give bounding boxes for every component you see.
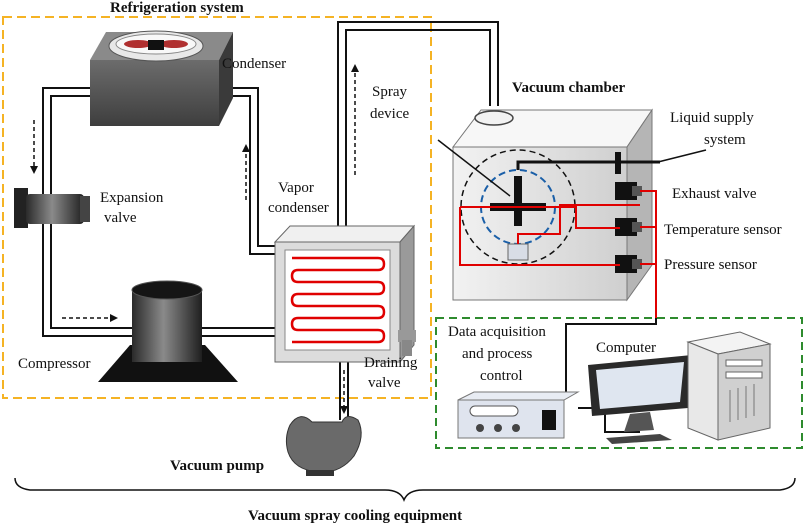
daq-signal-line: [565, 318, 657, 392]
data-acquisition-boundary: [435, 317, 803, 449]
vapor-condenser-label-line1: Vapor: [278, 180, 314, 196]
temperature-sensor-label: Temperature sensor: [664, 222, 782, 238]
spray-device-label-line1: Spray: [372, 84, 407, 100]
signal-wires: [459, 190, 657, 320]
compressor-label: Compressor: [18, 356, 91, 372]
flow-arrows: [33, 70, 356, 408]
vapor-condenser: [273, 224, 416, 364]
vacuum-chamber-label: Vacuum chamber: [512, 80, 626, 96]
liquid-supply-label-line2: system: [704, 132, 746, 148]
condenser: [90, 30, 233, 126]
refrigerant-piping: [42, 21, 499, 420]
spray-device-label-line2: device: [370, 106, 410, 122]
expansion-valve: [14, 188, 90, 228]
daq-label-line3: control: [480, 368, 523, 384]
computer: [588, 331, 772, 444]
chamber-sensors: [615, 152, 642, 273]
pressure-sensor-label: Pressure sensor: [664, 257, 757, 273]
equipment-brace: [14, 477, 796, 503]
equipment-label: Vacuum spray cooling equipment: [248, 508, 463, 524]
vapor-condenser-label-line2: condenser: [268, 200, 329, 216]
vacuum-pump-label: Vacuum pump: [170, 458, 265, 474]
daq-label-line1: Data acquisition: [448, 324, 546, 340]
computer-label: Computer: [596, 340, 656, 356]
refrigeration-system-boundary: [2, 16, 432, 399]
exhaust-valve-label: Exhaust valve: [672, 186, 757, 202]
refrigeration-system-label: Refrigeration system: [110, 0, 244, 16]
vacuum-chamber: [451, 108, 653, 302]
draining-valve-label-line2: valve: [368, 375, 401, 391]
compressor: [98, 280, 238, 382]
condenser-label: Condenser: [222, 56, 287, 72]
liquid-supply-label-line1: Liquid supply: [670, 110, 754, 126]
data-acquisition-device: [457, 391, 580, 439]
expansion-valve-label-line1: Expansion: [100, 190, 164, 206]
draining-valve: [398, 330, 416, 356]
draining-valve-label-line1: Draining: [364, 355, 418, 371]
expansion-valve-label-line2: valve: [104, 210, 137, 226]
daq-label-line2: and process: [462, 346, 533, 362]
arrow-heads: [30, 64, 359, 414]
leader-lines: [437, 139, 707, 197]
vacuum-pump: [285, 416, 362, 476]
